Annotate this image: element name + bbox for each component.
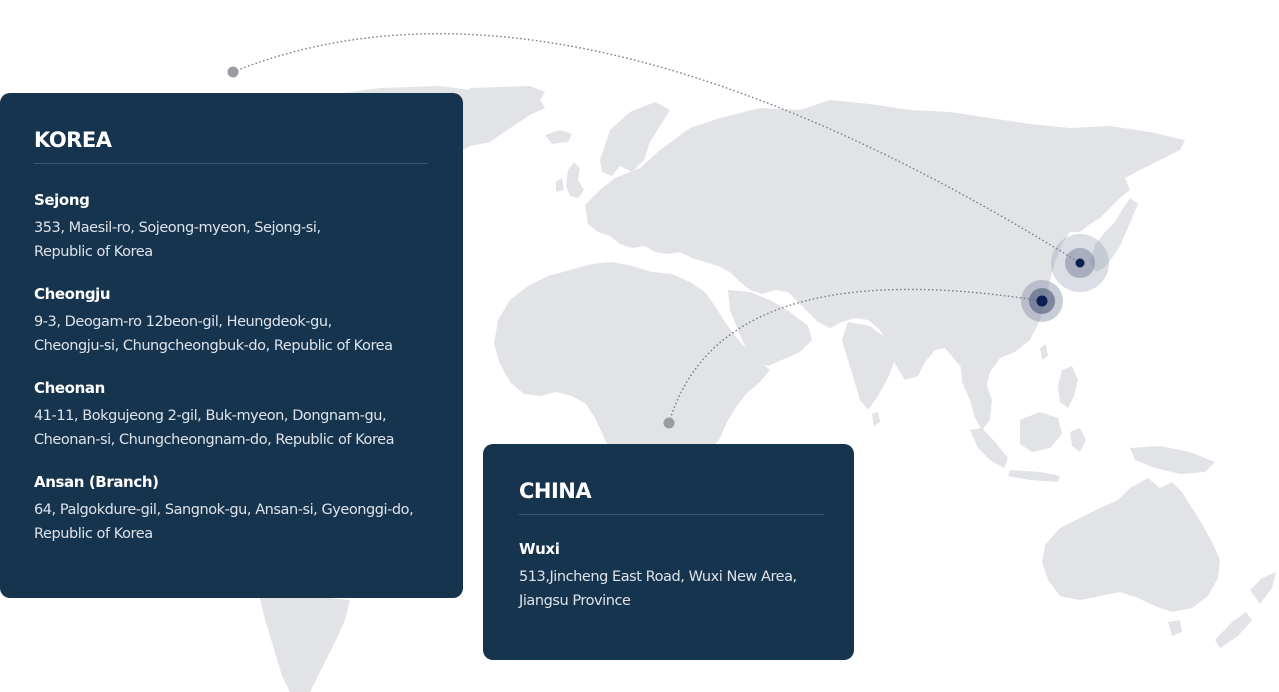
borneo-landmass <box>1020 412 1062 452</box>
arabian-peninsula-landmass <box>728 290 812 366</box>
office-name: Cheongju <box>34 285 111 303</box>
india-landmass <box>842 322 895 410</box>
address-line-1: 41-11, Bokgujeong 2-gil, Buk-myeon, Dong… <box>34 408 387 424</box>
indochina-landmass <box>960 360 992 430</box>
taiwan-landmass <box>1040 344 1048 360</box>
greenland-landmass <box>466 86 545 132</box>
sulawesi-landmass <box>1070 428 1086 452</box>
address-line-2: Cheongju-si, Chungcheongbuk-do, Republic… <box>34 338 393 354</box>
office-name: Ansan (Branch) <box>34 473 159 491</box>
china-title-divider <box>519 514 824 515</box>
office-address: 9-3, Deogam-ro 12beon-gil, Heungdeok-gu,… <box>34 310 459 358</box>
scandinavia-landmass <box>600 102 670 176</box>
philippines-landmass <box>1058 366 1078 408</box>
office-name: Wuxi <box>519 540 560 558</box>
address-line-1: 9-3, Deogam-ro 12beon-gil, Heungdeok-gu, <box>34 314 332 330</box>
tasmania-landmass <box>1168 620 1182 636</box>
address-line-2: Republic of Korea <box>34 526 153 542</box>
office-ansan-branch: Ansan (Branch) 64, Palgokdure-gil, Sangn… <box>34 472 463 546</box>
china-location-marker[interactable] <box>1021 280 1063 322</box>
office-wuxi: Wuxi 513,Jincheng East Road, Wuxi New Ar… <box>519 539 854 613</box>
korea-offices-card: KOREA Sejong 353, Maesil-ro, Sojeong-mye… <box>0 93 463 598</box>
office-cheonan: Cheonan 41-11, Bokgujeong 2-gil, Buk-mye… <box>34 378 463 452</box>
office-address: 513,Jincheng East Road, Wuxi New Area, J… <box>519 565 839 613</box>
korea-location-marker[interactable] <box>1051 234 1109 292</box>
korea-office-list: Sejong 353, Maesil-ro, Sojeong-myeon, Se… <box>34 190 463 546</box>
eurasia-landmass <box>585 100 1185 400</box>
address-line-2: Jiangsu Province <box>519 593 631 609</box>
china-connector-dot <box>663 417 675 429</box>
office-name: Sejong <box>34 191 90 209</box>
java-landmass <box>1008 470 1060 482</box>
south-america-landmass <box>260 598 350 692</box>
sri-lanka-landmass <box>872 412 880 426</box>
china-offices-card: CHINA Wuxi 513,Jincheng East Road, Wuxi … <box>483 444 854 660</box>
address-line-1: 513,Jincheng East Road, Wuxi New Area, <box>519 569 797 585</box>
iceland-landmass <box>545 130 572 144</box>
australia-landmass <box>1042 478 1220 612</box>
office-sejong: Sejong 353, Maesil-ro, Sojeong-myeon, Se… <box>34 190 463 264</box>
office-address: 64, Palgokdure-gil, Sangnok-gu, Ansan-si… <box>34 498 459 546</box>
address-line-1: 64, Palgokdure-gil, Sangnok-gu, Ansan-si… <box>34 502 414 518</box>
china-title: CHINA <box>519 479 592 503</box>
japan-landmass <box>1090 198 1138 272</box>
china-office-list: Wuxi 513,Jincheng East Road, Wuxi New Ar… <box>519 539 854 613</box>
address-line-2: Republic of Korea <box>34 244 153 260</box>
office-name: Cheonan <box>34 379 105 397</box>
office-address: 41-11, Bokgujeong 2-gil, Buk-myeon, Dong… <box>34 404 459 452</box>
address-line-2: Cheonan-si, Chungcheongnam-do, Republic … <box>34 432 395 448</box>
sumatra-landmass <box>970 428 1008 468</box>
korea-connector-dot <box>227 66 239 78</box>
korea-title: KOREA <box>34 128 112 152</box>
korea-title-divider <box>34 163 428 164</box>
new-zealand-landmass <box>1215 572 1276 648</box>
new-guinea-landmass <box>1130 446 1215 474</box>
office-cheongju: Cheongju 9-3, Deogam-ro 12beon-gil, Heun… <box>34 284 463 358</box>
british-isles-landmass <box>556 162 584 198</box>
office-address: 353, Maesil-ro, Sojeong-myeon, Sejong-si… <box>34 216 459 264</box>
address-line-1: 353, Maesil-ro, Sojeong-myeon, Sejong-si… <box>34 220 321 236</box>
